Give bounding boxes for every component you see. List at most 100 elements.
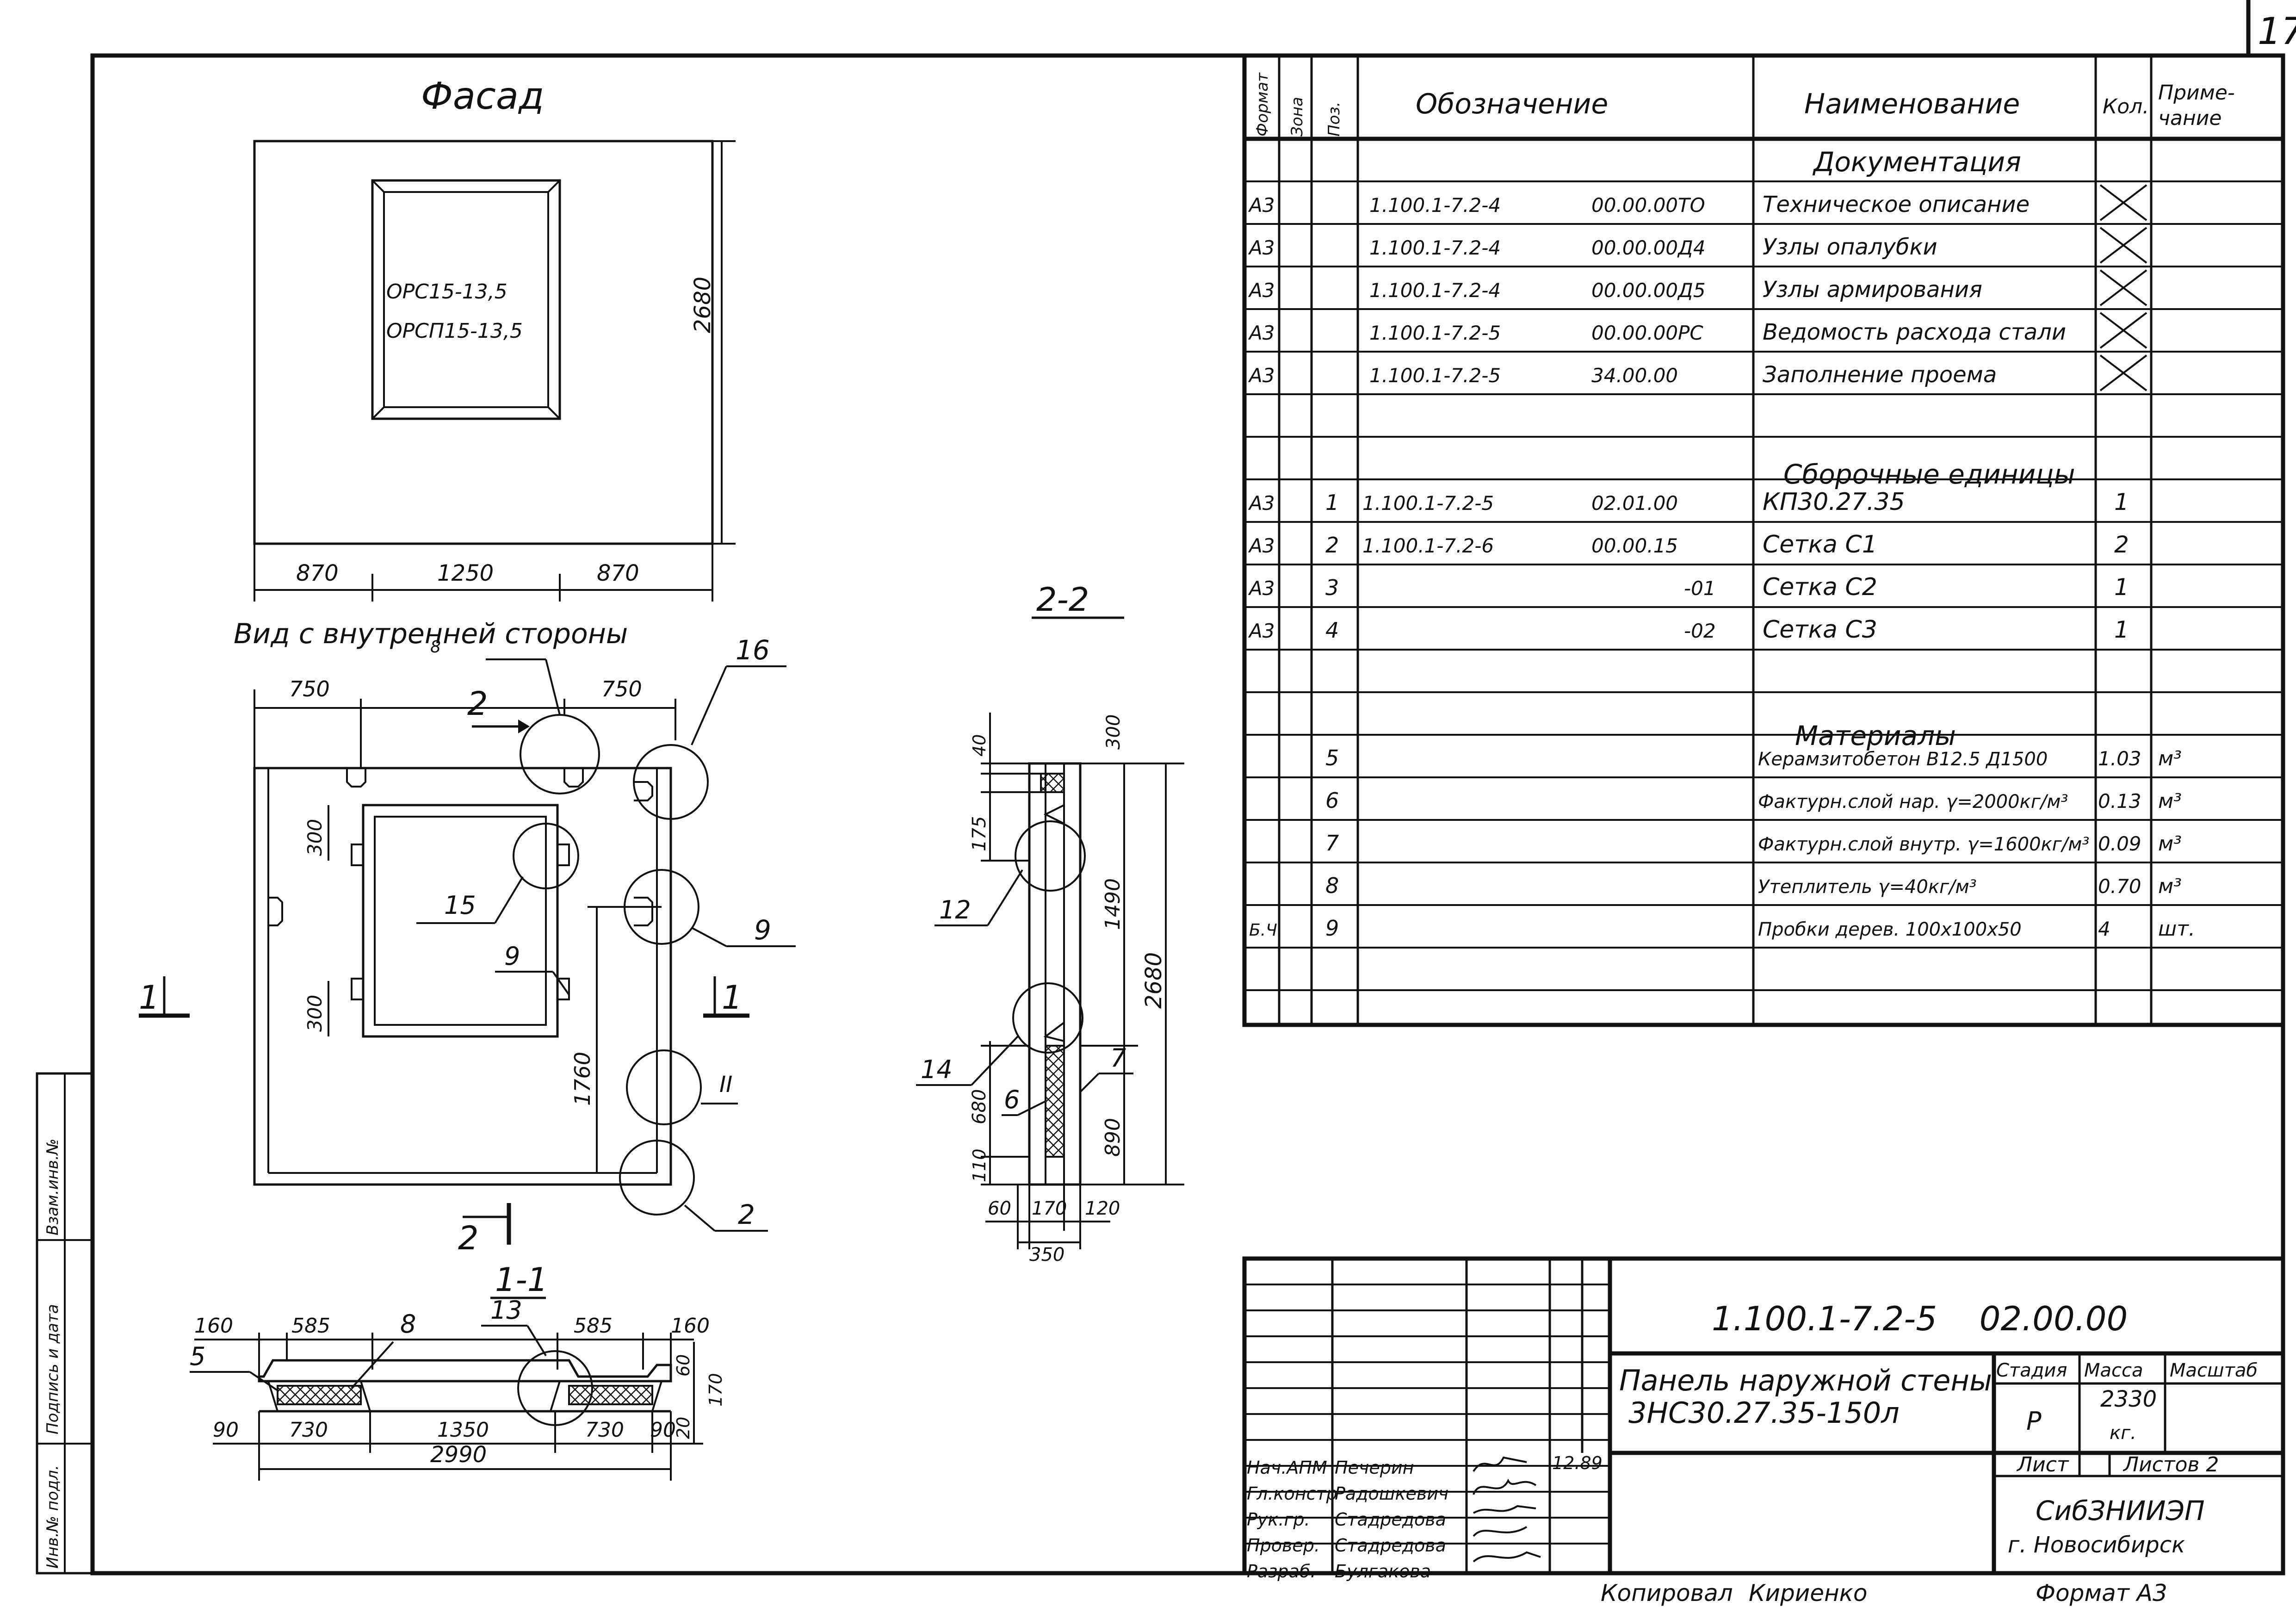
s22-dim-890: 890 xyxy=(1101,1118,1125,1157)
spec-unit-pos: 2 xyxy=(1325,533,1339,558)
tb-stage: Р xyxy=(2026,1407,2042,1436)
spec-unit-name: Сетка С3 xyxy=(1763,616,1877,644)
tb-org-2: г. Новосибирск xyxy=(2008,1532,2185,1558)
s22-callout-12: 12 xyxy=(939,895,971,924)
callout-circle-b xyxy=(633,744,709,820)
spec-unit-qty: 1 xyxy=(2114,616,2129,643)
callout-2-corner: 2 xyxy=(738,1199,755,1230)
tb-title-1: Панель наружной стены xyxy=(1619,1364,1992,1397)
facade-dim-right: 870 xyxy=(597,560,639,586)
spec-unit-name: Сетка С1 xyxy=(1763,531,1877,558)
section-1-1: 1-1 160 585 585 160 90 730 1350 730 90 xyxy=(190,1261,726,1481)
callout-circle-a xyxy=(520,714,600,794)
section-2-2-circle-bottom xyxy=(1012,982,1083,1054)
s22-dim-1490: 1490 xyxy=(1101,878,1125,930)
tb-mass-label: Масса xyxy=(2084,1360,2143,1381)
s11-callout-8: 8 xyxy=(400,1309,416,1339)
facade-label-1: ОРС15-13,5 xyxy=(386,280,507,304)
inner-dim-300-top: 300 xyxy=(303,819,326,856)
side-stamp-replace: Взам.инв.№ xyxy=(43,1139,62,1235)
s11-callout-5: 5 xyxy=(190,1342,205,1371)
spec-qty-cross xyxy=(2099,354,2147,391)
spec-mat-pos: 5 xyxy=(1325,745,1339,770)
inner-window-outer xyxy=(362,804,559,1038)
page-number: 17 xyxy=(2258,10,2296,53)
tb-person: Стадредова xyxy=(1335,1509,1446,1530)
spec-unit-format: A3 xyxy=(1248,577,1275,600)
spec-table: Формат Зона Поз. Обозначение Наименовани… xyxy=(1242,53,2285,1027)
s22-dim-680: 680 xyxy=(969,1089,990,1124)
spec-mat-format: Б.Ч. xyxy=(1249,921,1282,940)
s22-callout-6: 6 xyxy=(1004,1085,1020,1114)
spec-mat-note: м³ xyxy=(2158,747,2182,770)
spec-doc-format: A3 xyxy=(1248,194,1275,217)
facade-dim-middle: 1250 xyxy=(437,560,494,586)
callout-circle-e xyxy=(626,1049,702,1125)
spec-qty-cross xyxy=(2099,269,2147,306)
spec-section-docs: Документация xyxy=(1812,146,2021,178)
spec-doc-code: 1.100.1-7.2-5 xyxy=(1369,322,1501,344)
facade-dim-height: 2680 xyxy=(690,277,716,333)
tb-role: Гл.констр xyxy=(1247,1483,1337,1504)
tb-signature-3 xyxy=(1473,1505,1536,1514)
tb-person: Булгакова xyxy=(1335,1561,1431,1582)
spec-mat-note: м³ xyxy=(2158,789,2182,813)
spec-unit-doc: -02 xyxy=(1684,620,1716,642)
facade-view: Фасад ОРС15-13,5 ОРСП15-13,5 870 1250 87… xyxy=(253,74,736,602)
spec-mat-name: Утеплитель γ=40кг/м³ xyxy=(1758,876,1977,898)
section-2-2-hatch-bottom xyxy=(1045,1045,1065,1158)
s22-dim-40: 40 xyxy=(969,734,990,757)
section-1-1-outline xyxy=(258,1359,672,1383)
s22-dim-350: 350 xyxy=(1029,1244,1064,1265)
spec-mat-qty: 0.13 xyxy=(2098,790,2141,813)
tb-date: 12.89 xyxy=(1552,1453,1603,1473)
inner-window-inner xyxy=(374,816,547,1026)
spec-unit-pos: 4 xyxy=(1325,618,1339,643)
facade-title: Фасад xyxy=(421,74,544,118)
spec-unit-code: 1.100.1-7.2-6 xyxy=(1362,534,1494,557)
facade-panel xyxy=(253,140,714,545)
spec-qty-cross xyxy=(2099,227,2147,264)
inner-dim-750-left: 750 xyxy=(289,676,330,701)
s22-dim-300: 300 xyxy=(1103,714,1124,750)
s11-dim-20: 20 xyxy=(673,1417,693,1439)
s11-dim-1350: 1350 xyxy=(437,1418,489,1442)
spec-unit-qty: 1 xyxy=(2114,574,2129,601)
section-mark-1-left: 1 xyxy=(139,979,160,1017)
tb-role: Нач.АПМ xyxy=(1247,1458,1327,1478)
inner-view-title: Вид с внутренней стороны xyxy=(234,618,628,650)
spec-doc-format: A3 xyxy=(1248,364,1275,387)
section-2-2-hatch-top xyxy=(1040,773,1065,793)
spec-mat-pos: 6 xyxy=(1325,788,1339,813)
spec-unit-code: 1.100.1-7.2-5 xyxy=(1362,492,1494,515)
spec-section-units: Сборочные единицы xyxy=(1783,459,2075,490)
spec-mat-qty: 0.09 xyxy=(2098,832,2141,855)
tb-doc-code: 1.100.1-7.2-5 02.00.00 xyxy=(1712,1299,2128,1338)
spec-hdr-qty: Кол. xyxy=(2103,95,2149,118)
spec-doc-code: 1.100.1-7.2-4 xyxy=(1369,279,1501,302)
callout-II: II xyxy=(719,1072,732,1098)
spec-hdr-note-2: чание xyxy=(2158,106,2222,130)
tb-scale-label: Масштаб xyxy=(2170,1360,2258,1381)
spec-hdr-note-1: Приме- xyxy=(2158,81,2235,105)
spec-unit-qty: 2 xyxy=(2114,531,2129,558)
spec-mat-qty: 0.70 xyxy=(2098,875,2141,898)
spec-mat-name: Керамзитобетон В12.5 Д1500 xyxy=(1758,749,2048,770)
spec-unit-pos: 3 xyxy=(1325,575,1339,600)
s11-dim-160-right: 160 xyxy=(671,1314,710,1338)
spec-unit-format: A3 xyxy=(1248,620,1275,642)
s11-dim-90-left: 90 xyxy=(213,1418,239,1442)
spec-unit-doc: 02.01.00 xyxy=(1591,492,1678,515)
inner-dim-1760: 1760 xyxy=(570,1052,595,1106)
spec-mat-name: Пробки дерев. 100х100х50 xyxy=(1758,919,2022,940)
s11-dim-585-right: 585 xyxy=(574,1314,613,1338)
spec-hdr-designation: Обозначение xyxy=(1416,88,1608,120)
spec-doc-name: Узлы опалубки xyxy=(1763,234,1937,260)
spec-doc-number: 00.00.00ТО xyxy=(1591,194,1705,217)
callout-2-section: 2 xyxy=(467,685,488,723)
title-block: 1.100.1-7.2-5 02.00.00 Панель наружной с… xyxy=(1242,1256,2285,1607)
tb-mass: 2330 xyxy=(2100,1386,2157,1412)
insulation-right xyxy=(568,1385,653,1405)
inner-view-subscript: 8 xyxy=(430,638,441,657)
callout-16: 16 xyxy=(736,634,770,666)
